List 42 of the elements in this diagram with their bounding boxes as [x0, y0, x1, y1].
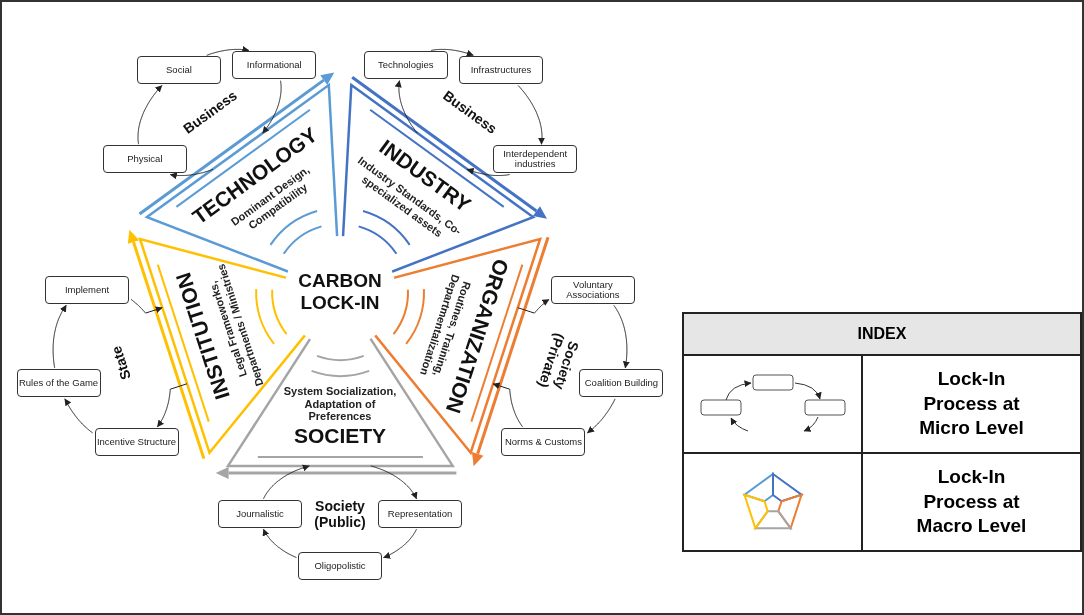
factor-box: Informational	[232, 51, 317, 80]
cycle-arrow	[130, 298, 163, 314]
factor-box: Oligopolistic	[298, 551, 382, 580]
cycle-arrow	[517, 298, 550, 314]
factor-box: Rules of the Game	[16, 369, 101, 398]
factor-box: Journalistic	[218, 499, 302, 528]
cycle-arrow	[492, 382, 524, 428]
factor-box: Implement	[45, 276, 130, 305]
cycle-arrow	[262, 528, 297, 558]
factor-box: Voluntary Associations	[550, 276, 635, 305]
index-description: Lock-In Process at Macro Level	[862, 453, 1081, 551]
cycle-arrow	[52, 304, 67, 369]
segment-subtitle: System Socialization, Adaptation of Preferences	[282, 385, 398, 423]
cycle-arrow	[206, 45, 250, 56]
cycle-arrow	[466, 167, 511, 176]
cycle-arrow	[370, 465, 418, 500]
table-header: INDEX	[683, 313, 1081, 355]
cycle-arrow	[517, 85, 545, 145]
factor-box: Representation	[378, 499, 462, 528]
cycle-arrow	[64, 398, 94, 434]
factor-box: Incentive Structure	[94, 428, 179, 457]
factor-box: Coalition Building	[579, 369, 664, 398]
cycle-arrow	[263, 464, 310, 500]
cycle-arrow	[430, 48, 474, 57]
cycle-arrow	[394, 80, 418, 134]
cycle-arrow	[137, 85, 163, 145]
factor-box: Physical	[102, 145, 187, 174]
cycle-arrow	[169, 168, 214, 180]
factor-box: Interdependent industries	[493, 145, 578, 174]
factor-box: Norms & Customs	[501, 428, 586, 457]
cycle-arrow	[383, 528, 417, 559]
cycle-label: State	[107, 343, 136, 384]
cycle-arrow	[586, 398, 616, 434]
cycle-arrow	[613, 304, 630, 369]
index-description: Lock-In Process at Micro Level	[862, 355, 1081, 453]
cycle-arrow	[156, 383, 188, 428]
segment-title: SOCIETY	[293, 423, 387, 448]
cycle-arrow	[262, 80, 282, 134]
factor-box: Technologies	[363, 51, 448, 80]
factor-box: Social	[136, 56, 221, 85]
cycle-label: Society (Public)	[313, 497, 367, 531]
factor-box: Infrastructures	[459, 56, 543, 85]
